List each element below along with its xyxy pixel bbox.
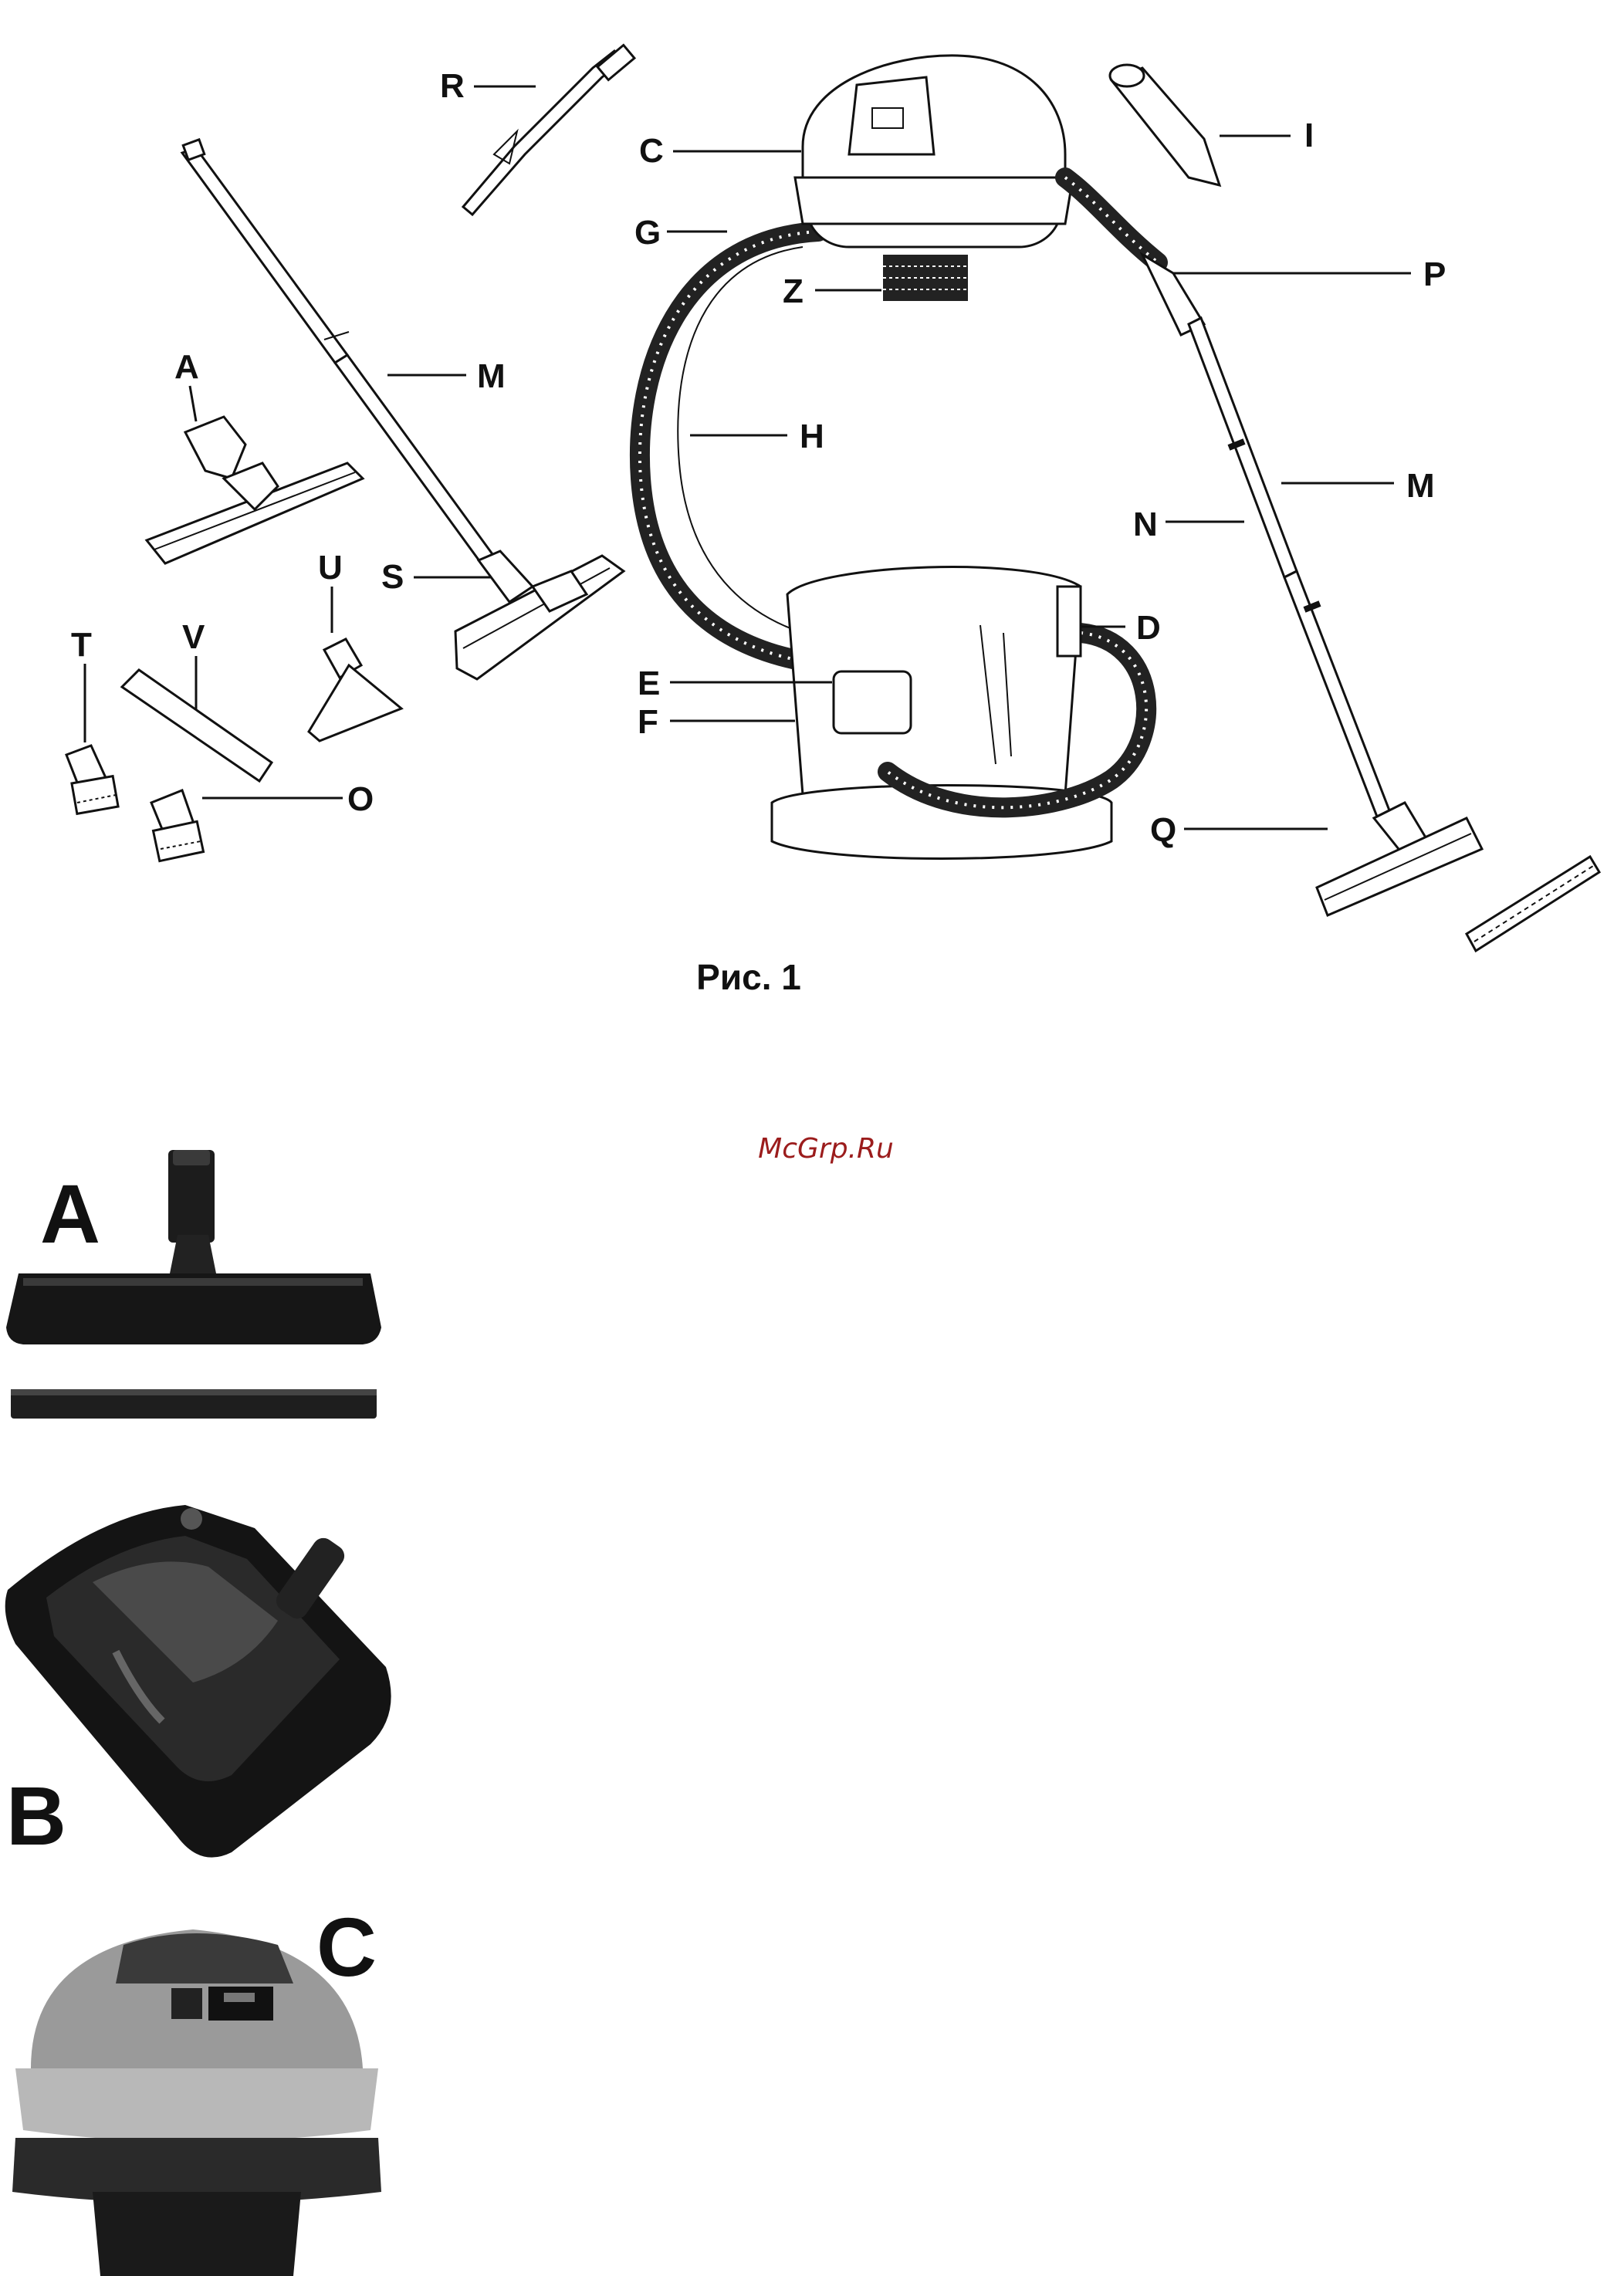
callout-n: N xyxy=(1133,506,1158,543)
photo-a-label: A xyxy=(40,1167,100,1260)
callout-m-right: M xyxy=(1406,467,1435,505)
callout-v: V xyxy=(182,618,205,656)
photo-b-turbo-brush: B xyxy=(5,1505,391,1862)
photo-a-floor-tool: A xyxy=(6,1150,381,1419)
curved-wand-illustration xyxy=(463,45,634,215)
callout-s: S xyxy=(381,558,404,596)
callout-q: Q xyxy=(1150,811,1176,849)
vacuum-cleaner-illustration xyxy=(640,56,1599,951)
callout-p: P xyxy=(1423,255,1446,293)
callout-m-left: M xyxy=(477,357,506,395)
watermark: McGrp.Ru xyxy=(758,1133,894,1165)
callout-e: E xyxy=(638,665,660,702)
callout-d: D xyxy=(1136,609,1161,647)
callout-a: A xyxy=(174,348,199,386)
photo-b-label: B xyxy=(6,1769,66,1862)
photo-c-motor-head: C xyxy=(12,1900,381,2276)
callout-h: H xyxy=(800,418,824,455)
callout-z: Z xyxy=(783,272,804,310)
round-brush-t-illustration xyxy=(66,746,118,813)
callout-c: C xyxy=(639,132,664,170)
callout-f: F xyxy=(638,703,658,741)
callout-r: R xyxy=(440,67,465,105)
brush-o-illustration xyxy=(151,790,204,861)
photo-c-label: C xyxy=(316,1900,377,1994)
callout-g: G xyxy=(634,214,661,252)
floor-tool-a-illustration xyxy=(147,417,363,563)
callout-i: I xyxy=(1304,117,1314,154)
figure-caption: Рис. 1 xyxy=(696,957,801,997)
callout-t: T xyxy=(71,626,92,664)
wand-with-floor-nozzle-illustration xyxy=(182,140,624,679)
callout-o: O xyxy=(347,780,374,818)
callout-u: U xyxy=(318,549,343,587)
upholstery-nozzle-illustration xyxy=(309,639,401,741)
